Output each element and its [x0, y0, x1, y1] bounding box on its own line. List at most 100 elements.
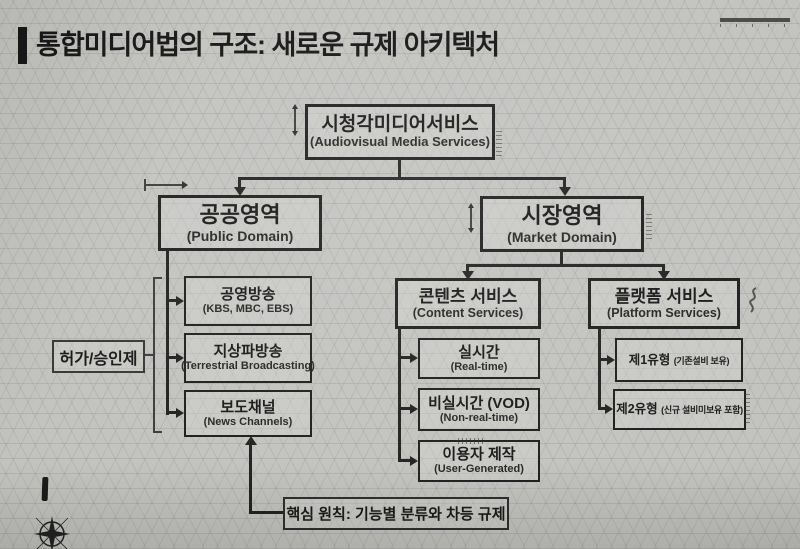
dimension-updown-mark	[468, 228, 474, 233]
pen-stroke-mark	[41, 476, 49, 502]
connector-to-public	[238, 177, 241, 188]
node-label-en: (KBS, MBC, EBS)	[202, 303, 294, 316]
node-label-ko: 시장영역	[521, 203, 603, 229]
node-label-sub: (기존설비 보유)	[673, 355, 730, 366]
dimension-updown-mark	[294, 108, 296, 132]
node-real-time: 실시간 (Real-time)	[418, 338, 540, 379]
node-label-en: (User-Generated)	[434, 463, 524, 476]
hatch-tick-marks	[458, 438, 486, 444]
node-label-ko: 콘텐츠 서비스	[418, 286, 518, 306]
node-label-ko: 플랫폼 서비스	[614, 286, 714, 306]
node-market-domain: 시장영역 (Market Domain)	[480, 196, 644, 252]
connector-to-content	[466, 264, 469, 272]
node-label-main: 제1유형	[628, 352, 674, 367]
dimension-updown-mark	[470, 207, 472, 229]
arrowhead-core-to-news	[245, 436, 257, 445]
node-label-ko: 공영방송	[220, 286, 276, 304]
node-label-ko: 시청각미디어서비스	[321, 113, 479, 135]
arrowhead-to-type2	[605, 404, 613, 414]
node-terrestrial-broadcasting: 지상파방송 (Terrestrial Broadcasting)	[181, 333, 315, 383]
node-label: 제1유형 (기존설비 보유)	[628, 351, 730, 369]
arrowhead-to-market	[559, 187, 571, 196]
connector-root-stem	[398, 160, 401, 179]
hatch-tick-marks	[496, 128, 502, 156]
connector-core-horizontal	[249, 511, 283, 514]
node-label-en: (Platform Services)	[607, 306, 721, 321]
connector-to-market	[563, 177, 566, 188]
dimension-arrow-mark	[182, 181, 188, 189]
node-label-ko: 이용자 제작	[442, 446, 516, 464]
node-label-en: (Market Domain)	[507, 228, 617, 245]
dimension-updown-mark	[292, 104, 298, 109]
arrowhead-to-type1	[607, 355, 615, 365]
node-label-ko: 실시간	[458, 343, 500, 361]
node-label-en: (Content Services)	[412, 306, 524, 321]
license-approval-label: 허가/승인제	[52, 340, 145, 373]
connector-public-trunk	[166, 250, 169, 415]
node-audiovisual-media-services: 시청각미디어서비스 (Audiovisual Media Services)	[305, 104, 495, 160]
connector-to-type2	[598, 407, 606, 410]
arrowhead-to-content	[462, 271, 474, 280]
title-accent-bar	[18, 27, 27, 64]
node-news-channels: 보도채널 (News Channels)	[184, 390, 312, 437]
connector-platform-trunk	[598, 328, 601, 410]
squiggle-mark	[749, 287, 757, 313]
connector-to-platform	[662, 264, 665, 272]
dimension-updown-mark	[468, 203, 474, 208]
hatch-tick-marks	[646, 213, 652, 239]
node-label-ko: 공공영역	[199, 202, 281, 228]
connector-to-realtime	[398, 356, 410, 359]
arrowhead-to-vod	[410, 404, 418, 414]
connector-license-stem	[145, 354, 155, 356]
connector-market-crossbar	[466, 264, 665, 267]
arrowhead-to-realtime	[410, 353, 418, 363]
connector-root-crossbar	[238, 177, 566, 180]
compass-rose-icon	[34, 516, 70, 549]
license-bracket-bottom-tick	[153, 431, 162, 433]
license-bracket	[153, 277, 155, 433]
node-label-ko: 지상파방송	[213, 343, 283, 361]
node-label-en: (Audiovisual Media Services)	[310, 134, 490, 150]
node-label-en: (Public Domain)	[186, 227, 294, 244]
connector-to-type1	[598, 358, 608, 361]
connector-to-news	[166, 411, 177, 414]
dimension-arrow-mark	[146, 184, 184, 186]
connector-market-stem	[560, 252, 563, 267]
connector-core-vertical	[249, 444, 252, 514]
node-content-services: 콘텐츠 서비스 (Content Services)	[395, 278, 541, 329]
node-label-en: (Terrestrial Broadcasting)	[181, 360, 315, 373]
dimension-arrow-mark	[144, 179, 146, 191]
connector-to-ugc	[398, 459, 410, 462]
node-label-en: (Non-real-time)	[439, 411, 519, 424]
node-user-generated: 이용자 제작 (User-Generated)	[418, 440, 540, 482]
connector-to-public-broadcasting	[166, 299, 177, 302]
node-label-en: (Real-time)	[450, 360, 508, 373]
node-public-broadcasting: 공영방송 (KBS, MBC, EBS)	[184, 276, 312, 326]
node-platform-services: 플랫폼 서비스 (Platform Services)	[588, 278, 740, 329]
connector-content-trunk	[398, 327, 401, 461]
node-label-en: (News Channels)	[203, 415, 293, 428]
node-type-2: 제2유형 (신규 설비미보유 포함)	[613, 389, 746, 430]
arrowhead-to-ugc	[410, 456, 418, 466]
arrowhead-to-news	[176, 408, 184, 418]
ruler-scale-ticks	[720, 24, 790, 27]
page-title: 통합미디어법의 구조: 새로운 규제 아키텍처	[36, 30, 500, 60]
node-label-ko: 보도채널	[220, 398, 276, 416]
node-label-ko: 비실시간 (VOD)	[428, 394, 530, 412]
node-label-main: 제2유형	[616, 402, 662, 417]
hatch-tick-marks	[744, 393, 750, 423]
node-label: 제2유형 (신규 설비미보유 포함)	[616, 400, 743, 418]
node-public-domain: 공공영역 (Public Domain)	[158, 195, 322, 251]
node-type-1: 제1유형 (기존설비 보유)	[615, 338, 743, 382]
arrowhead-to-public	[234, 187, 246, 196]
connector-to-vod	[398, 407, 410, 410]
arrowhead-to-platform	[658, 271, 670, 280]
license-bracket-top-tick	[153, 277, 162, 279]
ruler-scale-bar	[720, 18, 790, 22]
node-non-real-time-vod: 비실시간 (VOD) (Non-real-time)	[418, 388, 540, 431]
arrowhead-to-public-broadcasting	[176, 296, 184, 306]
dimension-updown-mark	[292, 131, 298, 136]
connector-to-terrestrial	[166, 356, 177, 359]
